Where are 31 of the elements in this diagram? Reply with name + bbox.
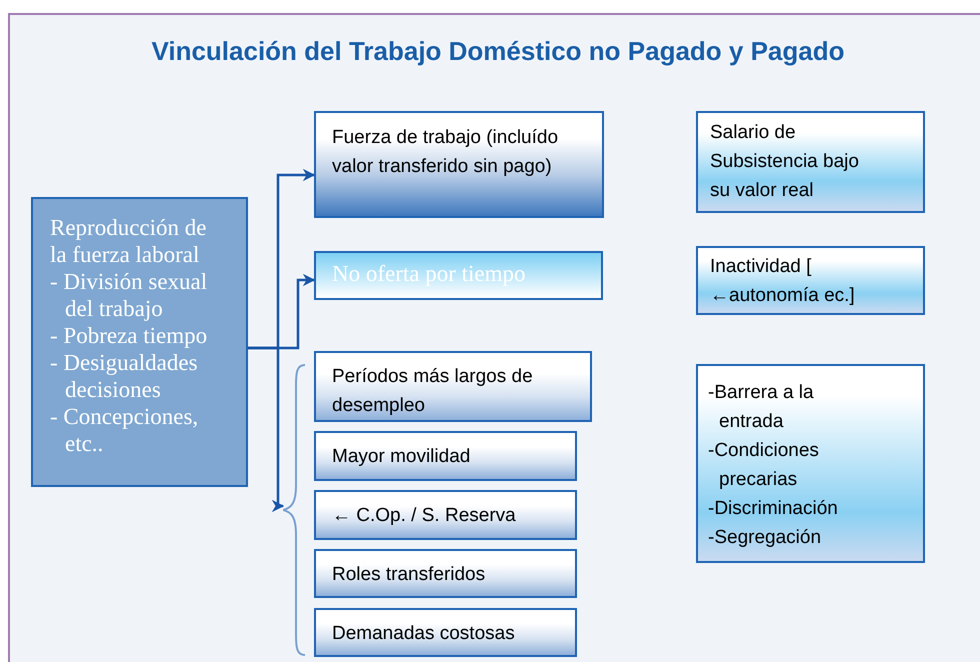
- process-box: [314, 251, 603, 300]
- process-box: [314, 111, 604, 218]
- box-text: Salario de Subsistencia bajo su valor real: [710, 121, 860, 203]
- box-text: - División sexual del trabajo: [50, 268, 208, 322]
- process-box: [314, 549, 577, 598]
- box-text: No oferta por tiempo: [332, 260, 527, 288]
- box-text: Inactividad [ ←autonomía ec.]: [710, 255, 856, 308]
- box-text: -Discriminación: [708, 497, 839, 521]
- box-text: - Desigualdades decisiones: [50, 349, 199, 403]
- box-text: -Segregación: [708, 526, 822, 550]
- process-box: [314, 351, 592, 422]
- process-box: [696, 246, 925, 315]
- process-box: [696, 111, 925, 213]
- box-text: Roles transferidos: [332, 563, 486, 587]
- title: Vinculación del Trabajo Doméstico no Pagado y Pagado: [150, 35, 846, 68]
- box-text: -Barrera a la entrada: [708, 381, 815, 434]
- box-text: Fuerza de trabajo (incluído valor transferido sin pago): [332, 126, 560, 179]
- process-box: [314, 490, 577, 540]
- box-text: Reproducción de la fuerza laboral: [50, 214, 208, 268]
- box-text: -Condiciones precarias: [708, 439, 820, 492]
- box-text: Demanadas costosas: [332, 622, 516, 646]
- process-box: [314, 431, 577, 481]
- process-box: [696, 364, 925, 563]
- box-text: - Pobreza tiempo: [50, 322, 208, 349]
- box-text: - Concepciones, etc..: [50, 403, 200, 457]
- box-text: Mayor movilidad: [332, 445, 472, 469]
- box-text: ← C.Op. / S. Reserva: [332, 504, 517, 528]
- process-box: [314, 608, 577, 657]
- arrow: [248, 346, 284, 512]
- process-box: [31, 197, 248, 487]
- box-text: Períodos más largos de desempleo: [332, 365, 534, 418]
